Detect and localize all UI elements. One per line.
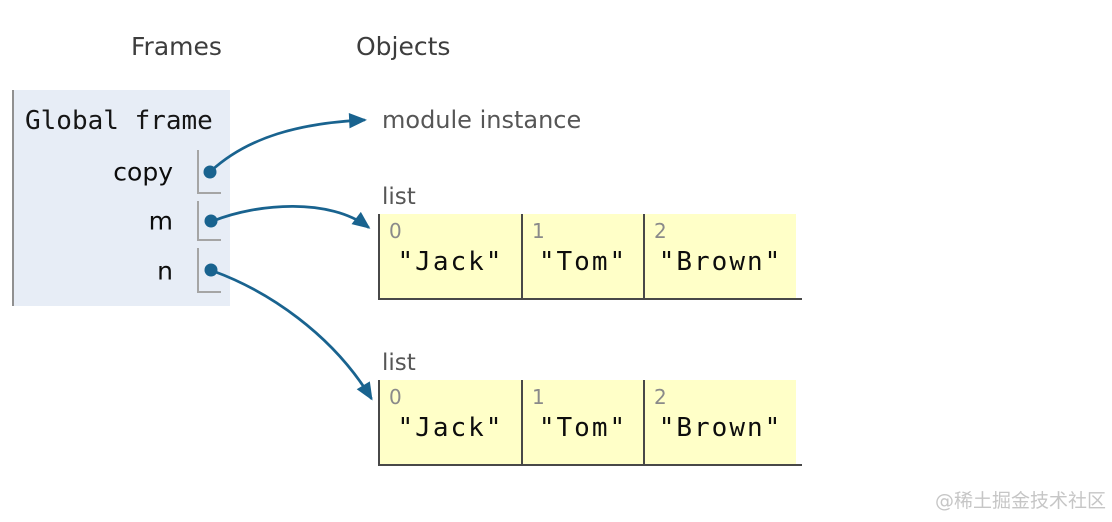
arrow-n-to-list2 [211,269,373,401]
global-frame-title: Global frame [25,106,213,136]
variable-row-n: n [14,248,230,293]
frames-column-header: Frames [131,32,222,61]
variable-name-copy: copy [113,157,173,187]
list1-cell-1: 1 "Tom" [521,214,643,298]
list1-cell-0-index: 0 [389,219,402,243]
list1-cell-2: 2 "Brown" [643,214,796,298]
variable-value-slot-n [197,248,221,293]
list2-object: 0 "Jack" 1 "Tom" 2 "Brown" [378,380,802,466]
list2-baseline-overhang [796,380,802,464]
list2-cell-0-value: "Jack" [397,413,504,443]
list2-cell-2-value: "Brown" [658,413,783,443]
list1-object: 0 "Jack" 1 "Tom" 2 "Brown" [378,214,802,300]
list1-cell-1-index: 1 [532,219,545,243]
arrow-m-to-list1 [211,205,371,229]
list2-cell-0-index: 0 [389,385,402,409]
variable-row-copy: copy [14,150,230,194]
variable-value-slot-m [197,201,221,241]
variable-name-m: m [148,206,173,236]
list2-cell-0: 0 "Jack" [378,380,521,464]
list2-cell-2-index: 2 [654,385,667,409]
list2-cell-1-value: "Tom" [538,413,628,443]
list2-type-label: list [382,350,416,376]
list1-cell-2-index: 2 [654,219,667,243]
list1-cell-0-value: "Jack" [397,247,504,277]
list2-cell-2: 2 "Brown" [643,380,796,464]
watermark: @稀土掘金技术社区 [934,490,1106,512]
variable-name-n: n [157,256,173,285]
global-frame-box: Global frame copy m n [12,90,230,306]
list2-cell-1: 1 "Tom" [521,380,643,464]
arrow-copy-to-module-instance [209,113,367,173]
list1-type-label: list [382,184,416,210]
list1-cell-0: 0 "Jack" [378,214,521,298]
variable-row-m: m [14,201,230,241]
objects-column-header: Objects [356,32,451,61]
list1-baseline-overhang [796,214,802,298]
list1-cell-1-value: "Tom" [538,247,628,277]
list1-cell-2-value: "Brown" [658,247,783,277]
list2-cell-1-index: 1 [532,385,545,409]
variable-value-slot-copy [197,150,221,194]
module-instance-label: module instance [382,106,582,134]
